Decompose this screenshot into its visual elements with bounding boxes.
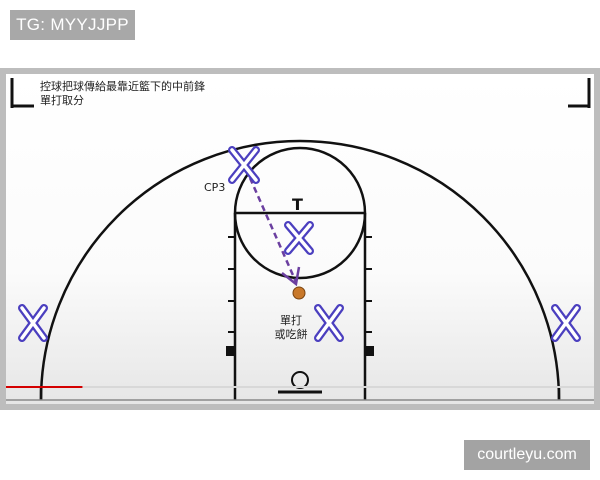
play-caption-line2: 單打取分 [40,94,84,107]
play-note-line2: 或吃餅 [274,328,308,341]
lane-hash-marks [226,236,374,356]
play-note-line1: 單打 [280,314,302,327]
player-label-cp3: CP3 [204,181,226,194]
site-watermark: courtleyu.com [464,440,590,470]
player-label-center: T [292,195,303,214]
player-center-marker [284,221,314,255]
players [18,146,581,342]
player-left-corner-marker [18,304,48,342]
court-diagram [6,74,594,404]
video-frame: 控球把球傳給最靠近籃下的中前鋒 單打取分 CP3 T 單打 或吃餅 [0,68,600,410]
three-point-arc [39,139,561,401]
basketball [292,286,306,300]
pass-arrow [248,177,301,287]
player-post-marker [314,304,344,342]
player-right-corner-marker [551,304,581,342]
player-cp3-marker [228,146,260,184]
corner-markers [10,78,591,108]
play-caption-line1: 控球把球傳給最靠近籃下的中前鋒 [40,80,205,93]
telegram-watermark: TG: MYYJJPP [10,10,135,40]
